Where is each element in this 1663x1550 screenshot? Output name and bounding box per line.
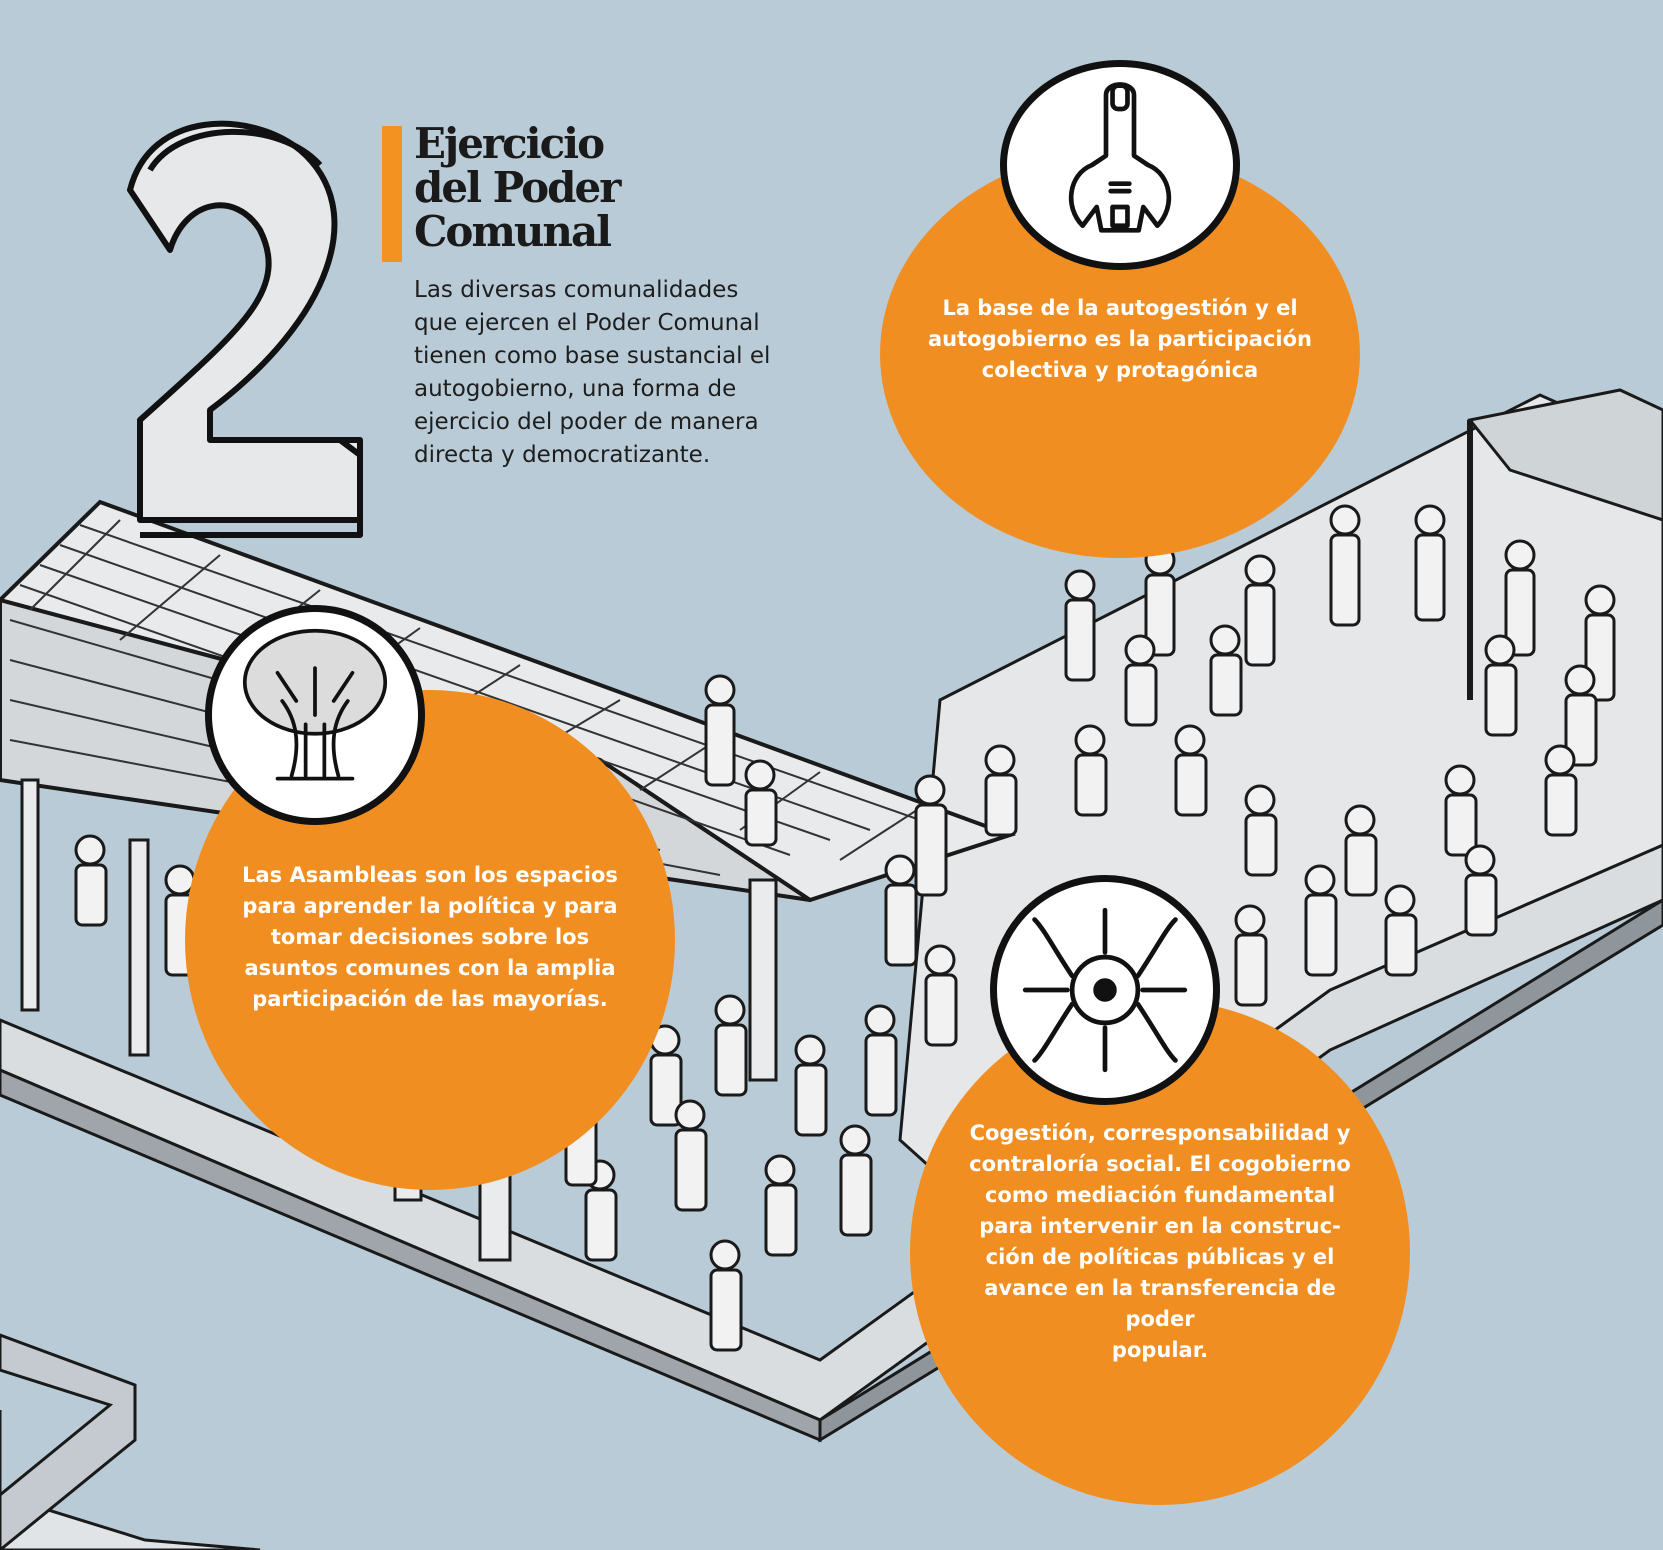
intro-line: ejercicio del poder de manera (414, 409, 759, 435)
bubble-line: poder (1125, 1307, 1195, 1331)
title-line: Ejercicio (414, 119, 605, 168)
intro-line: autogobierno, una forma de (414, 376, 737, 402)
bubble-cogestion-text: Cogestión, corresponsabilidad y contralo… (920, 1118, 1400, 1366)
tent-roof (1467, 388, 1663, 522)
bubble-line: Cogestión, corresponsabilidad y (969, 1121, 1351, 1145)
intro-line: tienen como base sustancial el (414, 343, 771, 369)
bubble-line: participación de las mayorías. (252, 987, 608, 1011)
title-line: del Poder (414, 163, 621, 212)
crowd (74, 504, 1616, 1352)
bubble-line: ción de políticas públicas y el (985, 1245, 1335, 1269)
tree-icon (205, 605, 425, 825)
bubble-line: avance en la transferencia de (984, 1276, 1336, 1300)
wrench-fist-icon (1000, 60, 1240, 270)
bubble-line: tomar decisiones sobre los (270, 925, 590, 949)
big-number-two (127, 120, 363, 538)
bubble-line: como mediación fundamental (984, 1183, 1336, 1207)
page-title: Ejercicio del Poder Comunal (414, 122, 714, 254)
intro-line: directa y democratizante. (414, 442, 711, 468)
bubble-line: colectiva y protagónica (981, 358, 1259, 382)
bubble-line: Las Asambleas son los espacios (242, 863, 618, 887)
bubble-line: para aprender la política y para (242, 894, 618, 918)
bubble-line: contraloría social. El cogobierno (969, 1152, 1351, 1176)
title-accent-bar (382, 126, 402, 262)
bubble-line: para intervenir en la construc- (979, 1214, 1341, 1238)
intro-paragraph: Las diversas comunalidades que ejercen e… (414, 274, 834, 472)
bubble-line: popular. (1111, 1338, 1209, 1362)
intro-line: Las diversas comunalidades (414, 277, 739, 303)
lower-left-block (0, 1410, 261, 1550)
bubble-autogestion-text: La base de la autogestión y el autogobie… (890, 293, 1350, 386)
intro-line: que ejercen el Poder Comunal (414, 310, 760, 336)
bubble-line: La base de la autogestión y el (942, 296, 1298, 320)
bubble-line: autogobierno es la participación (928, 327, 1312, 351)
title-line: Comunal (414, 207, 612, 256)
joined-hands-icon (990, 875, 1220, 1105)
bubble-asambleas-text: Las Asambleas son los espacios para apre… (195, 860, 665, 1015)
bubble-line: asuntos comunes con la amplia (244, 956, 616, 980)
